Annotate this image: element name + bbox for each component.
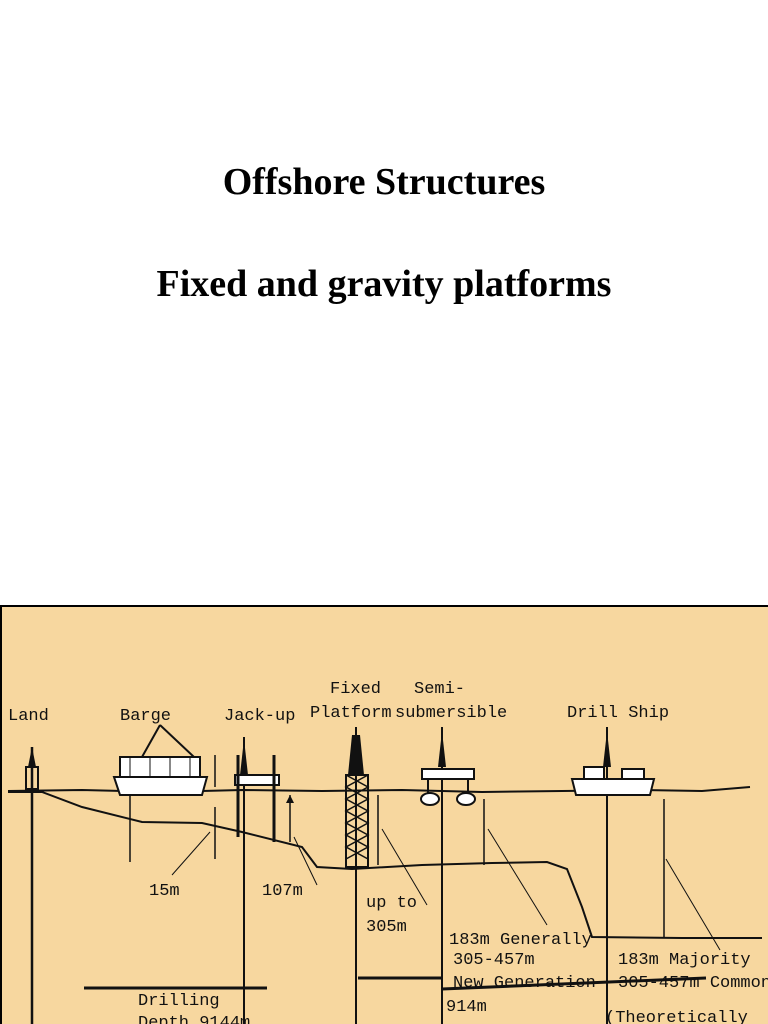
depth-ship-3: (Theoretically	[605, 1009, 748, 1024]
depth-semi-3: New Generation	[453, 974, 596, 993]
diagram-canvas: Land Barge Jack-up Fixed Platform Semi- …	[7, 680, 768, 1024]
depth-jackup: 107m	[262, 882, 303, 901]
slide-title: Offshore Structures	[222, 161, 546, 203]
depth-ship-1: 183m Majority	[618, 951, 751, 970]
underline-right	[441, 976, 707, 991]
depth-ship-2: 305-457m Common	[618, 974, 768, 993]
seabed-profile-line	[8, 791, 762, 939]
label-land: Land	[8, 707, 49, 726]
land-rig-icon	[25, 747, 39, 1024]
label-drillship: Drill Ship	[567, 704, 669, 723]
offshore-structures-diagram: Land Barge Jack-up Fixed Platform Semi- …	[0, 605, 768, 1024]
slide-subtitle: Fixed and gravity platforms	[156, 263, 612, 305]
fixed-platform-icon	[344, 727, 428, 1024]
label-barge: Barge	[120, 707, 171, 726]
drill-ship-icon	[570, 727, 721, 1024]
label-fixed-2: Platform	[310, 704, 392, 723]
drilling-label-2: Depth 9144m	[138, 1014, 250, 1024]
label-fixed-1: Fixed	[330, 680, 381, 699]
semisubmersible-icon	[420, 727, 548, 1024]
label-semi-1: Semi-	[414, 680, 465, 699]
depth-barge: 15m	[149, 882, 180, 901]
depth-fixed-1: up to	[366, 894, 417, 913]
depth-semi-1: 183m Generally	[449, 931, 592, 950]
depth-fixed-2: 305m	[366, 918, 407, 937]
jackup-icon	[234, 737, 318, 1024]
drilling-label-1: Drilling	[138, 992, 220, 1011]
barge-icon	[112, 724, 216, 876]
depth-semi-2: 305-457m	[453, 951, 535, 970]
label-jackup: Jack-up	[224, 707, 295, 726]
label-semi-2: submersible	[395, 704, 507, 723]
depth-semi-4: 914m	[446, 998, 487, 1017]
